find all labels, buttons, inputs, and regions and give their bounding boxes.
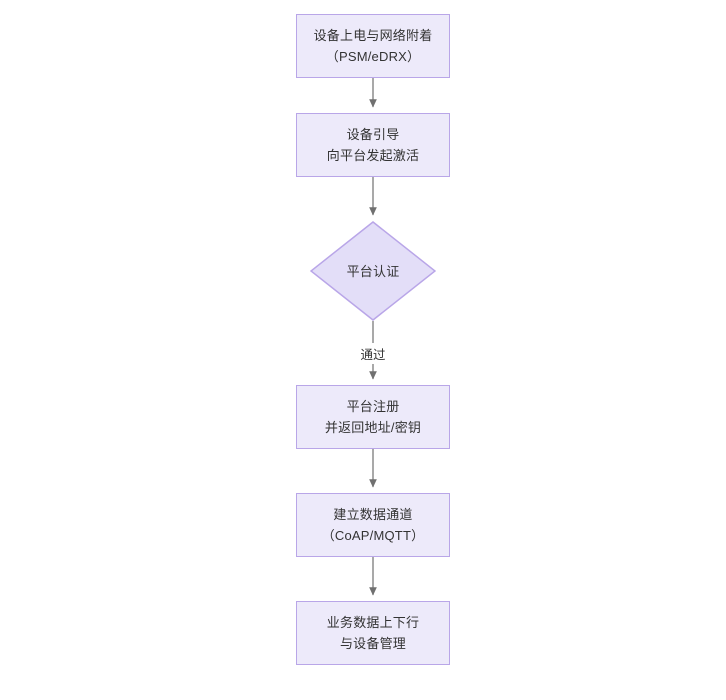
node-device-power-on[interactable]: 设备上电与网络附着 （PSM/eDRX） xyxy=(296,14,450,78)
node-label: 设备上电与网络附着 （PSM/eDRX） xyxy=(313,28,433,64)
node-platform-authentication[interactable]: 平台认证 xyxy=(310,221,436,321)
diamond-shape xyxy=(310,221,436,321)
node-label: 设备引导 向平台发起激活 xyxy=(326,127,420,163)
node-platform-registration[interactable]: 平台注册 并返回地址/密钥 xyxy=(296,385,450,449)
edge-label-pass: 通过 xyxy=(357,343,389,364)
node-business-data-and-device-management[interactable]: 业务数据上下行 与设备管理 xyxy=(296,601,450,665)
node-device-bootstrap[interactable]: 设备引导 向平台发起激活 xyxy=(296,113,450,177)
node-label: 平台认证 xyxy=(346,263,400,279)
node-label: 平台注册 并返回地址/密钥 xyxy=(324,399,422,435)
node-label: 业务数据上下行 与设备管理 xyxy=(326,615,420,651)
node-label: 建立数据通道 （CoAP/MQTT） xyxy=(321,507,425,543)
node-establish-data-channel[interactable]: 建立数据通道 （CoAP/MQTT） xyxy=(296,493,450,557)
